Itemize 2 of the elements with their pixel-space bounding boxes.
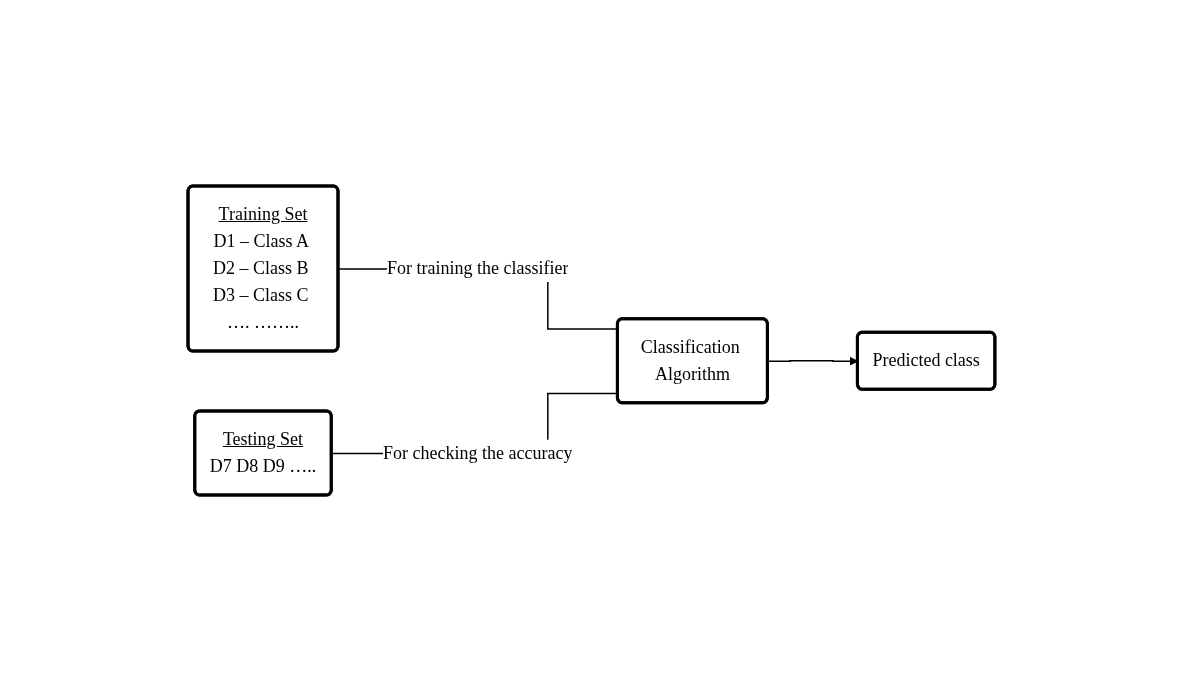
edge-label: For checking the accuracy (383, 442, 573, 463)
edge-label: For training the classifier (387, 258, 569, 278)
